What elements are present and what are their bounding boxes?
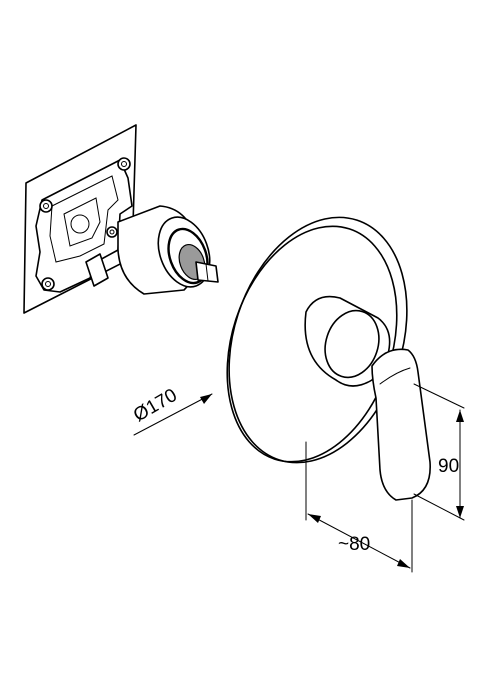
diameter-label: Ø170 (130, 385, 181, 426)
height-dimension: 90 (413, 383, 465, 521)
diameter-dimension: Ø170 (130, 385, 213, 436)
lever-handle (304, 295, 431, 501)
lever-arm (371, 348, 431, 501)
mounting-bolts (39, 157, 131, 291)
projection-label: ~80 (338, 534, 370, 555)
concealed-body (23, 124, 219, 314)
height-label: 90 (438, 456, 459, 477)
projection-dimension: ~80 (305, 441, 413, 573)
